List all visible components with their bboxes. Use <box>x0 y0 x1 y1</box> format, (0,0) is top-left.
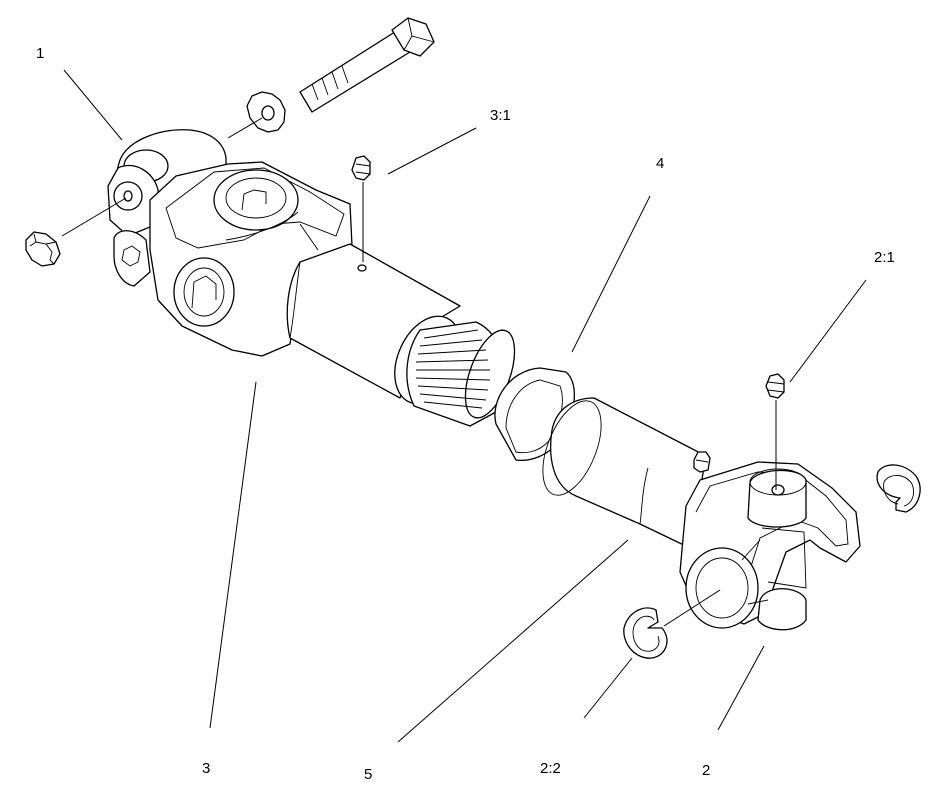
leader-lines <box>61 69 867 743</box>
grease-fitting-shaft-5 <box>693 451 711 473</box>
callout-2-2: 2:2 <box>540 760 561 777</box>
grease-fitting-2-1 <box>765 373 785 490</box>
snap-ring-2-2 <box>623 607 668 659</box>
callout-1: 1 <box>36 45 44 62</box>
snap-ring-right <box>876 464 921 513</box>
grease-fitting-3-1 <box>351 155 371 272</box>
lock-nut <box>25 231 61 267</box>
callout-4: 4 <box>656 155 664 172</box>
callout-3-1: 3:1 <box>490 107 511 124</box>
callout-3: 3 <box>202 760 210 777</box>
callout-5: 5 <box>364 766 372 783</box>
universal-joint-yoke-2 <box>679 461 861 631</box>
tube-shaft-3 <box>286 243 516 427</box>
callout-2-1: 2:1 <box>874 249 895 266</box>
bolt-washer <box>246 91 286 133</box>
tube-shaft-5 <box>542 397 707 549</box>
bolt-part <box>299 17 435 113</box>
callout-2: 2 <box>702 762 710 779</box>
